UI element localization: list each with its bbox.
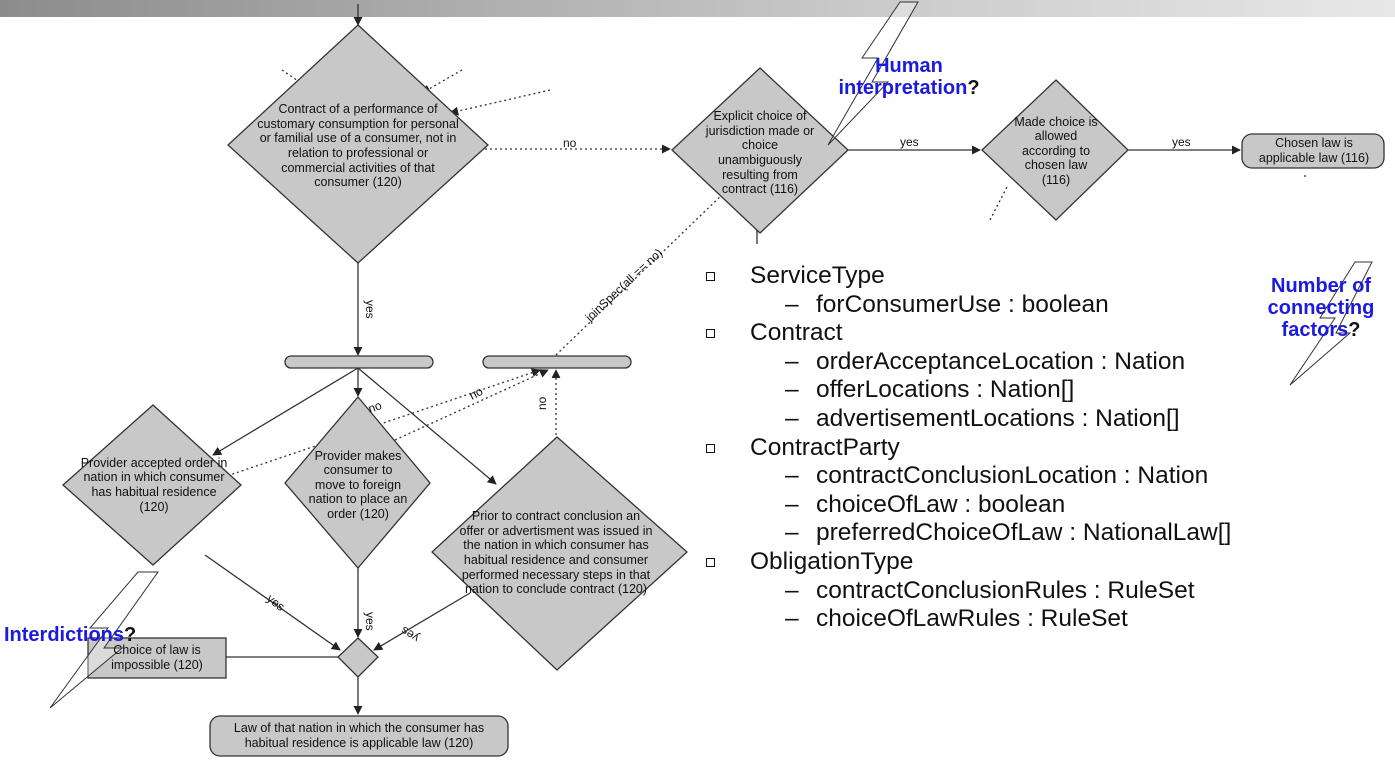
provider-accepted-text: Provider accepted order in nation in whi… bbox=[80, 455, 228, 514]
callout-text: interpretation bbox=[838, 77, 968, 99]
join-bar bbox=[482, 355, 632, 369]
class-name: ContractParty bbox=[706, 434, 1395, 463]
dotted-edges bbox=[217, 69, 1306, 480]
class-attribute: choiceOfLaw : boolean bbox=[706, 491, 1395, 520]
class-attribute: choiceOfLawRules : RuleSet bbox=[706, 605, 1395, 634]
class-attribute: contractConclusionRules : RuleSet bbox=[706, 577, 1395, 606]
class-model-list: ServiceType forConsumerUse : boolean Con… bbox=[706, 262, 1395, 634]
choice-impossible-box bbox=[87, 637, 227, 679]
edge-label-yes-2: yes bbox=[1172, 135, 1191, 149]
callout-interdictions: Interdictions? bbox=[4, 624, 136, 646]
callout-line: interpretation? bbox=[822, 77, 996, 99]
node-shapes bbox=[62, 24, 1385, 757]
edge-label-yes-6: yes bbox=[398, 624, 421, 646]
edge-label-yes-1: yes bbox=[900, 135, 919, 149]
chosen-law-box bbox=[1241, 133, 1385, 169]
provider-moves-diamond bbox=[284, 395, 431, 570]
provider-accepted-diamond bbox=[62, 404, 242, 566]
lightning-icon bbox=[827, 1, 919, 146]
class-attribute: orderAcceptanceLocation : Nation bbox=[706, 348, 1395, 377]
callout-text: Interdictions bbox=[4, 624, 125, 646]
class-name: ObligationType bbox=[706, 548, 1395, 577]
edge-label-no-4: no bbox=[535, 396, 549, 410]
header-bar bbox=[0, 0, 1395, 17]
chosen-law-text: Chosen law is applicable law (116) bbox=[1258, 136, 1370, 165]
callout-text: factors bbox=[1281, 319, 1349, 341]
choice-impossible-text: Choice of law is impossible (120) bbox=[111, 643, 203, 672]
edge-label-join-spec: joinSpec(all == no) bbox=[582, 246, 665, 325]
class-name: ServiceType bbox=[706, 262, 1395, 291]
habitual-residence-law-box bbox=[209, 715, 509, 757]
question-mark: ? bbox=[1348, 319, 1361, 341]
callout-line: Human bbox=[875, 55, 943, 77]
edge-label-yes-5: yes bbox=[363, 612, 377, 631]
allowed-choice-text: Made choice is allowed according to chos… bbox=[1014, 114, 1098, 187]
question-mark: ? bbox=[124, 624, 137, 646]
class-attribute: forConsumerUse : boolean bbox=[706, 291, 1395, 320]
provider-moves-text: Provider makes consumer to move to forei… bbox=[308, 448, 408, 521]
class-attribute: offerLocations : Nation[] bbox=[706, 376, 1395, 405]
consumer-contract-text: Contract of a performance of customary c… bbox=[257, 102, 459, 190]
class-name: Contract bbox=[706, 319, 1395, 348]
prior-offer-diamond bbox=[431, 436, 688, 671]
edge-label-yes-3: yes bbox=[363, 300, 377, 319]
merge-diamond bbox=[337, 637, 379, 678]
habitual-residence-law-text: Law of that nation in which the consumer… bbox=[233, 721, 485, 750]
edge-label-no-1: no bbox=[563, 136, 577, 150]
class-attribute: preferredChoiceOfLaw : NationalLaw[] bbox=[706, 519, 1395, 548]
fork-bar bbox=[284, 355, 434, 369]
consumer-contract-diamond bbox=[227, 24, 489, 264]
edge-label-no-3: no bbox=[467, 384, 486, 403]
callout-human-interpretation: Human interpretation? bbox=[822, 55, 996, 99]
lightning-icon bbox=[49, 571, 159, 709]
question-mark: ? bbox=[967, 77, 980, 99]
edge-label-no-2: no bbox=[366, 398, 384, 416]
callout-line: factors? bbox=[1250, 319, 1392, 341]
explicit-choice-text: Explicit choice of jurisdiction made or … bbox=[705, 109, 815, 197]
allowed-choice-diamond bbox=[981, 79, 1129, 221]
explicit-choice-diamond bbox=[671, 67, 849, 234]
class-attribute: advertisementLocations : Nation[] bbox=[706, 405, 1395, 434]
prior-offer-text: Prior to contract conclusion an offer or… bbox=[459, 509, 653, 597]
class-attribute: contractConclusionLocation : Nation bbox=[706, 462, 1395, 491]
